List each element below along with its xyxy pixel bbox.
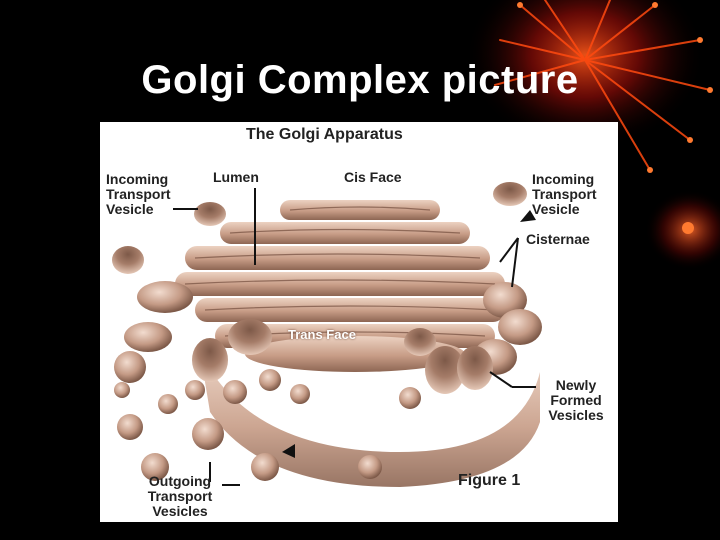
golgi-figure: The Golgi Apparatus Incoming Transport V… bbox=[100, 122, 618, 522]
label-lumen: Lumen bbox=[213, 169, 259, 185]
label-incoming-vesicle-right: Incoming Transport Vesicle bbox=[532, 171, 597, 217]
figure-caption: Figure 1 bbox=[458, 472, 521, 489]
label-outgoing-transport-vesicles: Outgoing Transport Vesicles bbox=[147, 473, 213, 519]
label-trans-face: Trans Face bbox=[288, 327, 356, 342]
label-cisternae: Cisternae bbox=[526, 231, 590, 247]
golgi-illustration bbox=[112, 182, 542, 487]
cisternae-stack bbox=[175, 200, 505, 372]
figure-heading: The Golgi Apparatus bbox=[246, 126, 403, 143]
label-newly-formed-vesicles: Newly Formed Vesicles bbox=[548, 377, 604, 423]
label-cis-face: Cis Face bbox=[344, 169, 402, 185]
slide-title: Golgi Complex picture bbox=[141, 58, 579, 102]
label-incoming-vesicle-left: Incoming Transport Vesicle bbox=[106, 171, 171, 217]
